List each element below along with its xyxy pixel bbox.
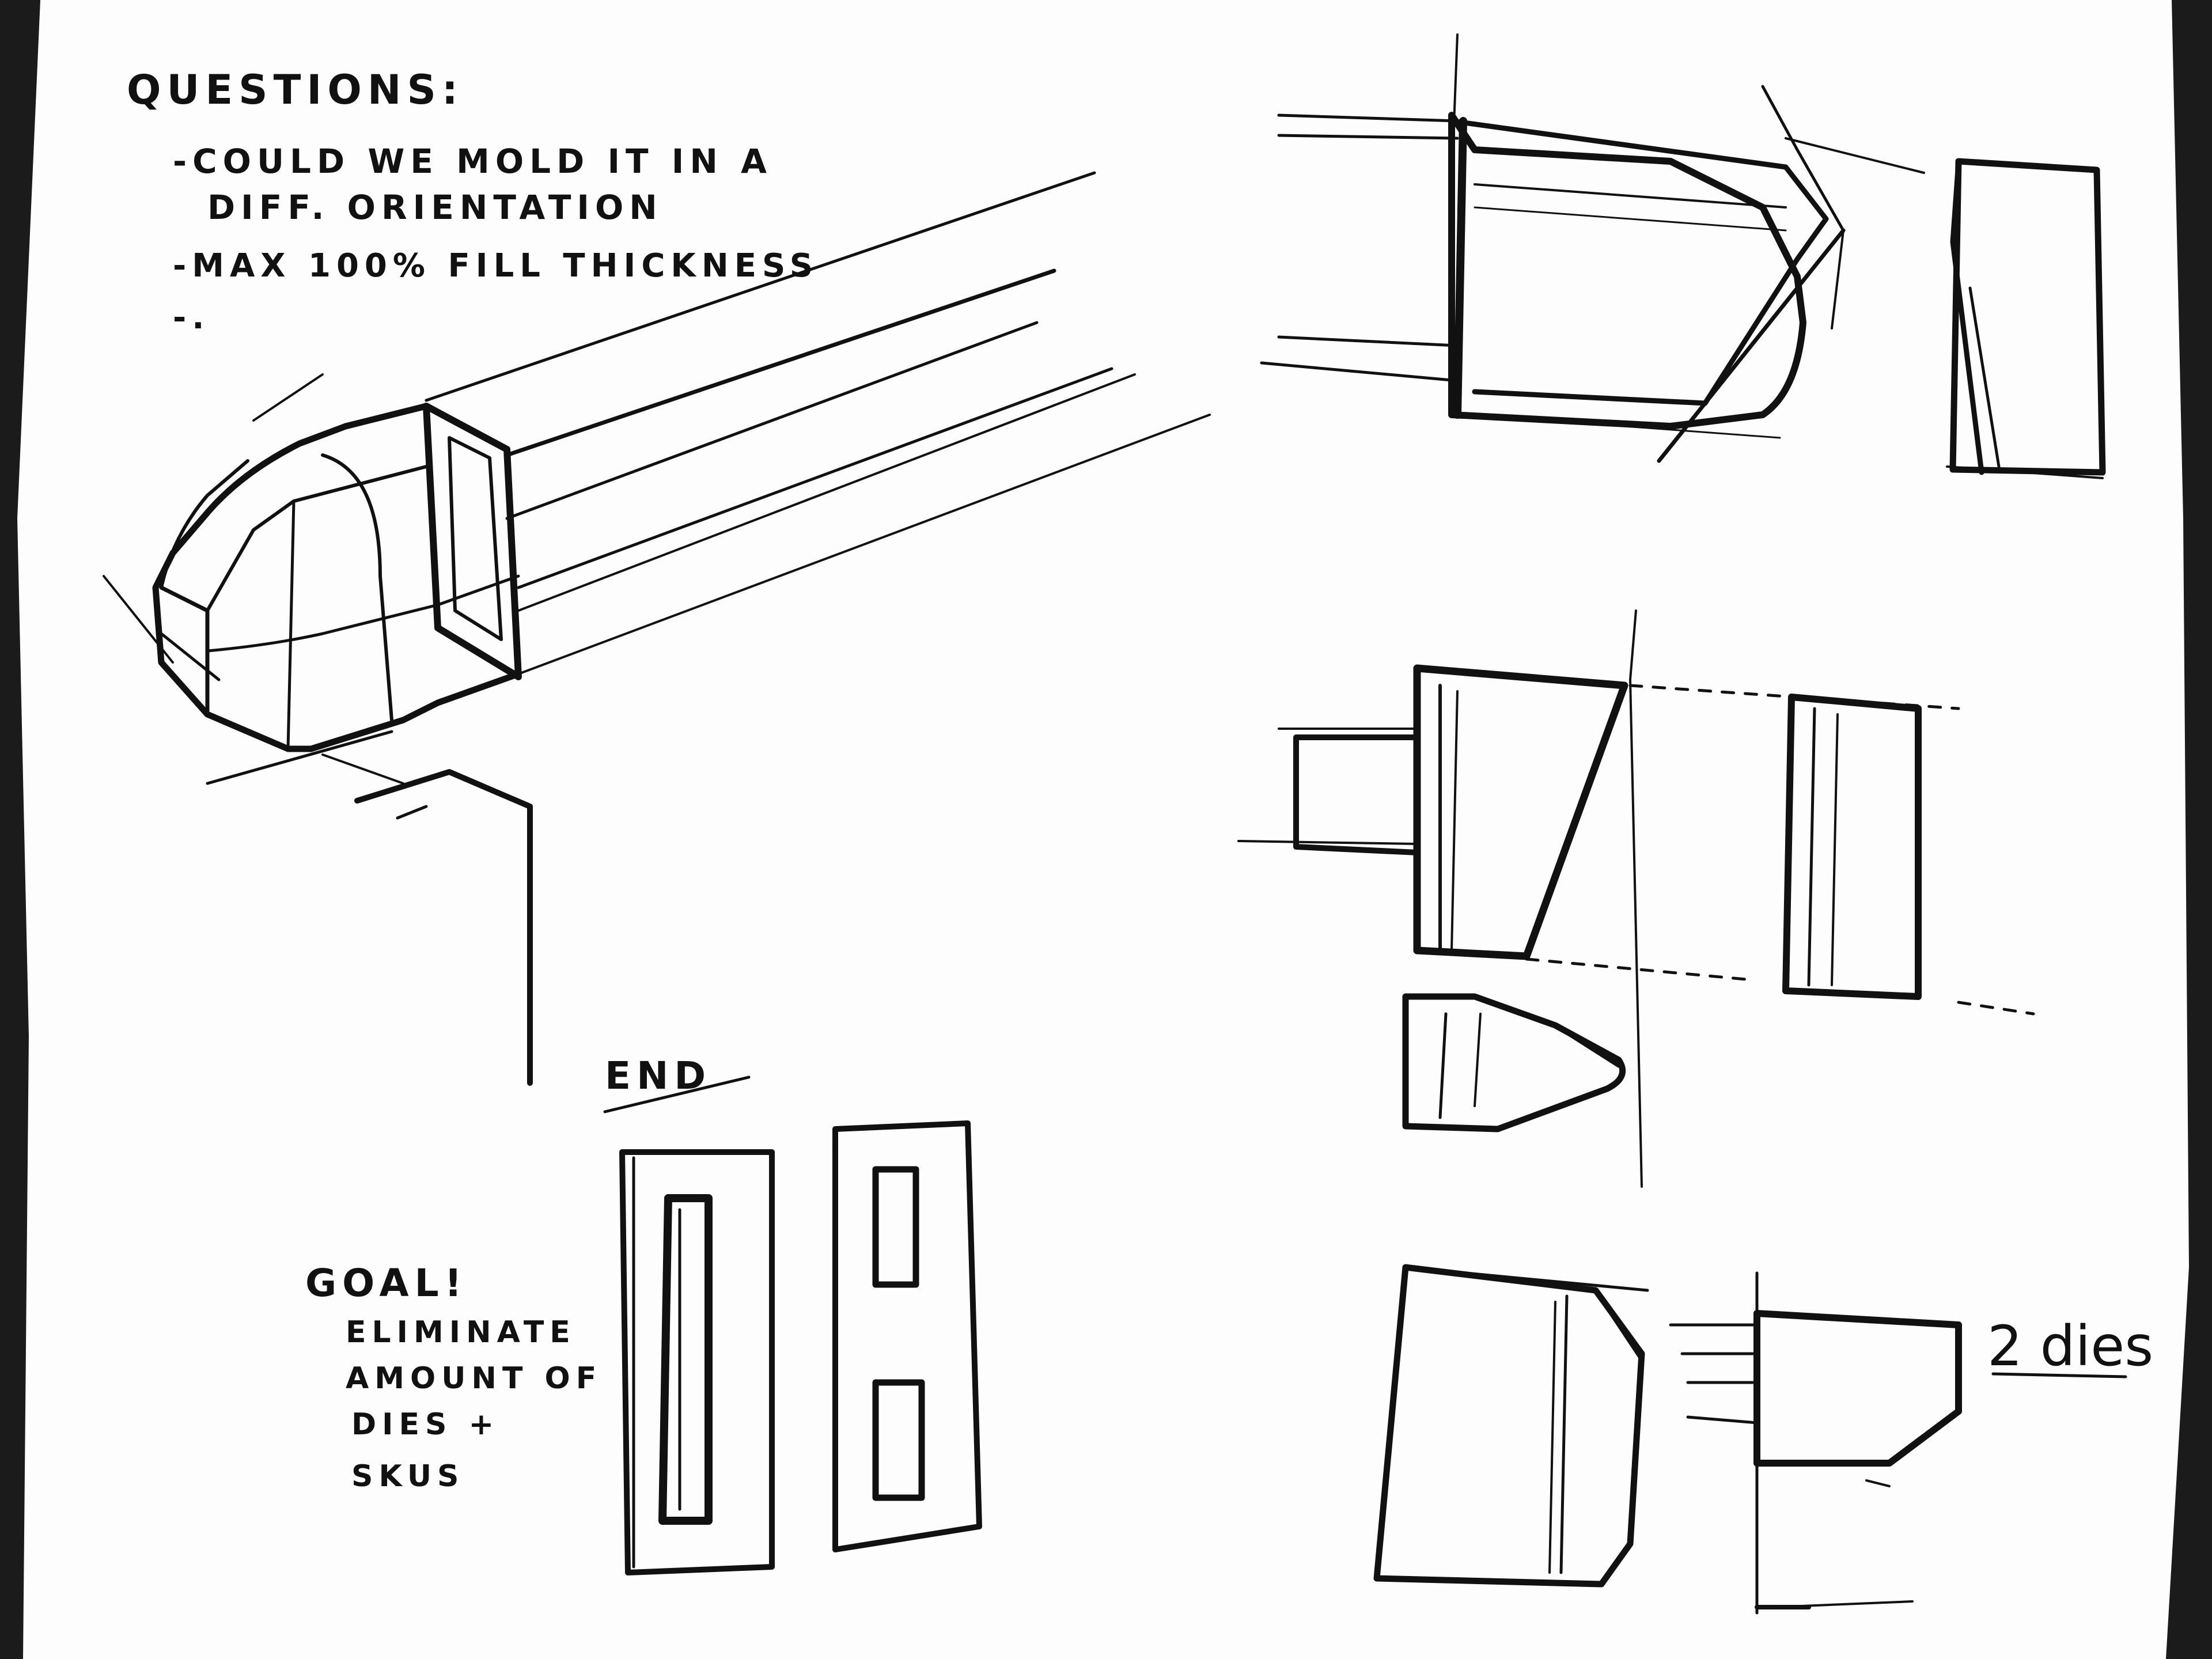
- bottom-view-sketch: [1373, 1264, 1962, 1615]
- goal-line-4: SKUS: [351, 1459, 465, 1494]
- question-1-line-1: -COULD WE MOLD IT IN A: [173, 142, 772, 181]
- paper-sheet: [17, 0, 2189, 1659]
- goal-line-3: DIES +: [351, 1407, 499, 1442]
- end-label: END: [605, 1054, 711, 1098]
- goal-heading: GOAL!: [305, 1261, 468, 1305]
- question-2: -MAX 100% FILL THICKNESS: [173, 247, 819, 285]
- dies-underline: [1991, 1372, 2127, 1378]
- isometric-part-sketch: [103, 171, 1211, 1086]
- question-1-line-2: DIFF. ORIENTATION: [207, 188, 663, 227]
- end-view-panels: [603, 1075, 982, 1575]
- goal-line-2: AMOUNT OF: [346, 1361, 602, 1396]
- goal-line-1: ELIMINATE: [346, 1315, 576, 1350]
- mid-view-sketch: [1237, 609, 2035, 1188]
- questions-heading: QUESTIONS:: [127, 66, 464, 113]
- end-block-sketch: [1946, 158, 2106, 479]
- handwritten-notes: QUESTIONS: -COULD WE MOLD IT IN A DIFF. …: [127, 66, 2153, 1494]
- dies-label: 2 dies: [1987, 1314, 2153, 1378]
- side-view-sketch: [1260, 33, 1925, 463]
- question-3: -.: [173, 299, 210, 336]
